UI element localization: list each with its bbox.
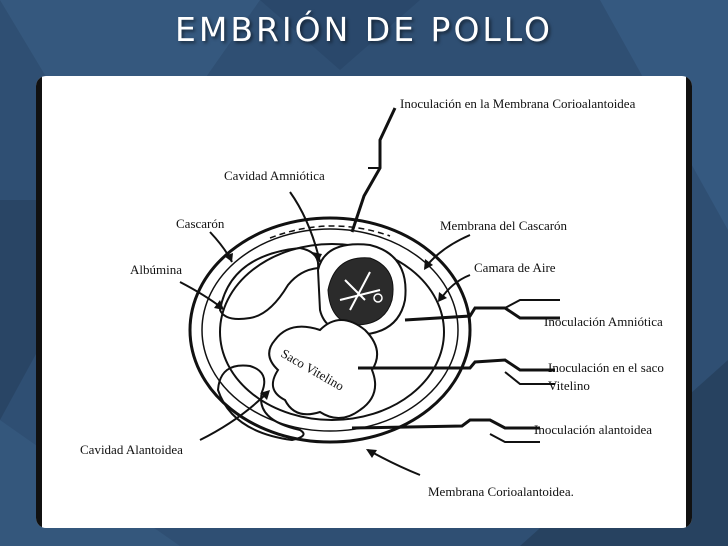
- scan-edge-right: [686, 76, 692, 528]
- label-albumina: Albúmina: [130, 262, 182, 277]
- label-inoc-corioalantoidea: Inoculación en la Membrana Corioalantoid…: [400, 96, 636, 111]
- label-cavidad-amniotica: Cavidad Amniótica: [224, 168, 325, 183]
- needle-amniotica: [404, 306, 560, 322]
- label-membrana-corio: Membrana Corioalantoidea.: [428, 484, 574, 499]
- label-cascaron: Cascarón: [176, 216, 225, 231]
- label-inoc-saco-line2: Vitelino: [548, 378, 590, 393]
- albumin-lower: [216, 364, 305, 442]
- slide-title: EMBRIÓN DE POLLO: [175, 10, 553, 49]
- scan-edge-left: [36, 76, 42, 528]
- arrow-membrana-corio: [367, 449, 421, 476]
- embryo-diagram: Inoculación en la Membrana Corioalantoid…: [36, 76, 692, 528]
- yolk-sac: [268, 319, 379, 419]
- label-camara-aire: Camara de Aire: [474, 260, 556, 275]
- label-inoc-amniotica: Inoculación Amniótica: [544, 314, 663, 329]
- embryo-eye: [373, 293, 383, 303]
- albumin-upper: [218, 246, 320, 320]
- needle-saco-vitelino: [358, 358, 555, 372]
- needle-corioalantoidea: [350, 107, 397, 233]
- label-membrana-cascaron: Membrana del Cascarón: [440, 218, 568, 233]
- needle-alantoidea: [351, 418, 540, 430]
- chorioallantoic-membrane: [219, 243, 445, 421]
- egg-shell-outline: [188, 216, 472, 444]
- label-cavidad-alantoidea: Cavidad Alantoidea: [80, 442, 183, 457]
- arrow-cavidad-alantoidea: [199, 391, 269, 441]
- diagram-svg: Inoculación en la Membrana Corioalantoid…: [36, 76, 692, 528]
- embryo-detail: [339, 271, 381, 311]
- shell-membrane: [201, 228, 459, 432]
- label-inoc-alantoidea: Inoculación alantoidea: [534, 422, 652, 437]
- arrow-cavidad-amniotica: [289, 191, 321, 263]
- label-inoc-saco-line1: Inoculación en el saco: [548, 360, 664, 375]
- air-sac-line: [269, 225, 391, 239]
